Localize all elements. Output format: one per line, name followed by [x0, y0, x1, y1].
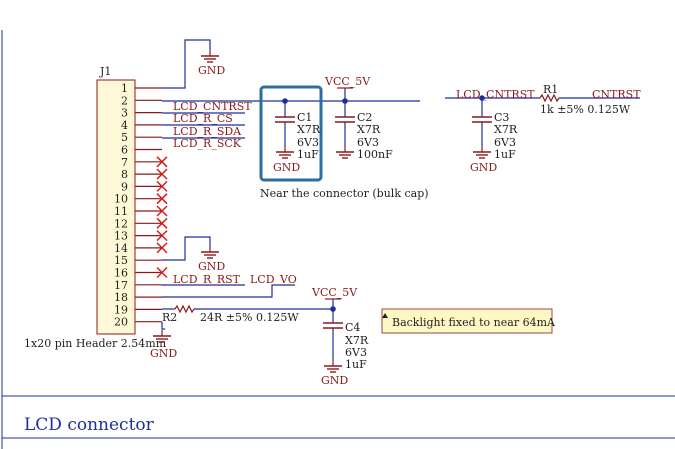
gnd-label-c3: GND	[470, 161, 497, 174]
pin-number: 14	[114, 242, 128, 255]
c3-dielectric: X7R	[494, 123, 518, 136]
vcc-label-c4: VCC_5V	[311, 286, 358, 299]
no-connect-marks	[156, 156, 168, 279]
c4-value: 1uF	[345, 358, 367, 371]
pin-number: 17	[114, 279, 128, 292]
c3-ref: C3	[494, 111, 509, 124]
pin-number: 15	[114, 254, 128, 267]
pin-number: 12	[114, 217, 128, 230]
bulk-cap-highlight[interactable]	[259, 85, 323, 182]
gnd-label-c4: GND	[321, 374, 348, 387]
gnd-label-pin20: GND	[150, 347, 177, 360]
c3-voltage: 6V3	[494, 136, 516, 149]
c1-dielectric: X7R	[297, 123, 321, 136]
wire-lcd-vo	[162, 284, 295, 298]
pin-number: 9	[121, 180, 128, 193]
c4-voltage: 6V3	[345, 346, 367, 359]
pin-number: 6	[121, 144, 128, 157]
c1-ref: C1	[297, 111, 312, 124]
gnd-icon	[335, 145, 355, 159]
net-label-cntrst: CNTRST	[592, 88, 641, 101]
c2-dielectric: X7R	[357, 123, 381, 136]
gnd-icon	[472, 145, 492, 159]
pin-number: 16	[114, 267, 128, 280]
gnd-label: GND	[198, 64, 225, 77]
net-label-lcd-cntrst: LCD_CNTRST	[173, 100, 252, 113]
gnd-label-pin15: GND	[198, 260, 225, 273]
net-label-lcd-r-rst: LCD_R_RST	[173, 273, 241, 286]
junction-c2	[342, 98, 348, 104]
resistor-r2	[174, 304, 195, 314]
wire-pin1-gnd	[162, 39, 211, 89]
gnd-label-c1: GND	[273, 161, 300, 174]
backlight-note-box	[381, 308, 553, 334]
c3-value: 1uF	[494, 148, 516, 161]
j1-description: 1x20 pin Header 2.54mm	[24, 337, 167, 350]
backlight-note-text: Backlight fixed to near 64mA	[392, 316, 556, 329]
j1-ref: J1	[99, 65, 111, 78]
pin-number: 18	[114, 291, 128, 304]
vcc-label-c2: VCC_5V	[324, 75, 371, 88]
pin-number: 5	[121, 131, 128, 144]
gnd-icon	[323, 359, 343, 373]
net-label-lcd-vo: LCD_VO	[250, 273, 297, 286]
resistor-r1	[539, 93, 560, 103]
pin-number: 7	[121, 156, 128, 169]
bulk-cap-note: Near the connector (bulk cap)	[260, 187, 429, 200]
c1-voltage: 6V3	[297, 136, 319, 149]
pin-number: 8	[121, 168, 128, 181]
pin-number: 13	[114, 230, 128, 243]
pin-number: 3	[121, 107, 128, 120]
c4-dielectric: X7R	[345, 334, 369, 347]
c2-value: 100nF	[357, 148, 393, 161]
junction-c4	[330, 306, 336, 312]
net-label-lcd-r-cs: LCD_R_CS	[173, 112, 233, 125]
pin-number: 19	[114, 303, 128, 316]
r2-value: 24R ±5% 0.125W	[200, 311, 299, 324]
gnd-icon	[200, 49, 220, 63]
j1-header-body	[96, 79, 136, 335]
sheet-title: LCD connector	[24, 415, 155, 435]
c1-value: 1uF	[297, 148, 319, 161]
wire-pin15-gnd	[162, 236, 211, 261]
c2-voltage: 6V3	[357, 136, 379, 149]
j1-pin-leads	[135, 87, 162, 323]
wire-pin20-gnd	[161, 322, 165, 330]
c2-ref: C2	[357, 111, 372, 124]
pin-number: 1	[121, 82, 128, 95]
gnd-icon	[200, 245, 220, 259]
pin-number: 4	[121, 119, 128, 132]
net-label-lcd-r-sda: LCD_R_SDA	[173, 125, 242, 138]
r1-value: 1k ±5% 0.125W	[540, 103, 631, 116]
pin-number: 2	[121, 94, 128, 107]
r2-ref: R2	[162, 311, 177, 324]
net-label-lcd-r-sck: LCD_R_SCK	[173, 137, 242, 150]
warning-triangle-icon	[382, 313, 388, 318]
r1-ref: R1	[543, 83, 558, 96]
pin-number: 10	[114, 193, 128, 206]
c4-ref: C4	[345, 321, 360, 334]
pin-number: 11	[114, 205, 128, 218]
gnd-icon	[275, 145, 295, 159]
pin-number: 20	[114, 316, 128, 329]
net-label-lcd-cntrst-right: LCD_CNTRST	[456, 88, 535, 101]
